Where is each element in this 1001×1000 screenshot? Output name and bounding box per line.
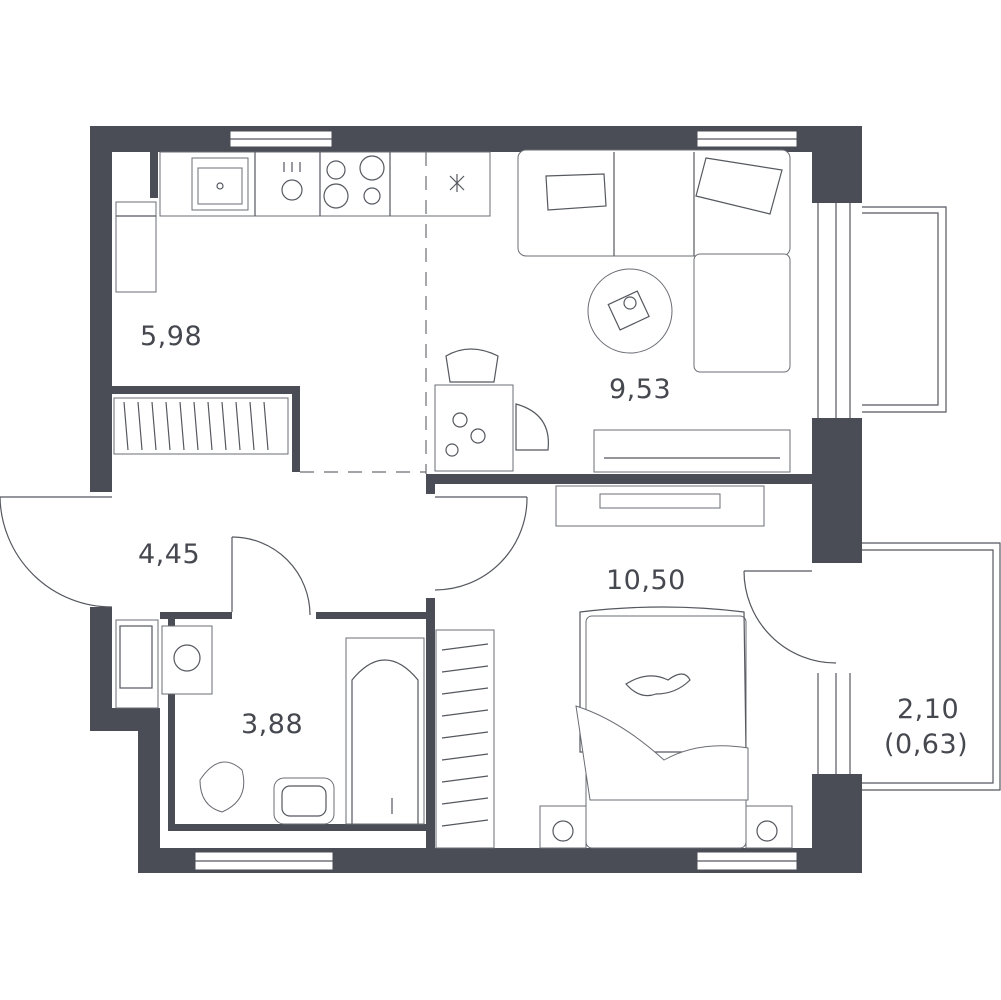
sofa <box>517 149 791 257</box>
wall-right-1 <box>812 126 862 203</box>
bedroom-furniture <box>435 485 793 849</box>
wall-stub-a <box>426 474 435 494</box>
cat-icon <box>625 673 691 697</box>
room-area-balcony: 2,10 <box>897 694 959 725</box>
toilet-icon <box>199 761 245 813</box>
balconies <box>862 206 1001 791</box>
blanket <box>575 705 749 801</box>
hall-closet <box>113 397 289 455</box>
wall-living-bedroom <box>426 474 812 484</box>
chair-icon <box>515 403 549 451</box>
wall-left-lower <box>90 607 112 731</box>
wall-closet-top <box>110 386 300 394</box>
room-area-kitchen: 5,98 <box>140 321 202 352</box>
nightstand <box>745 805 793 849</box>
wall-bath-top-a <box>160 612 232 619</box>
dining-table <box>434 384 514 472</box>
plant-icon <box>449 174 465 192</box>
windows <box>194 130 862 871</box>
wall-right-3 <box>812 774 862 873</box>
wardrobe <box>435 629 495 849</box>
wall-left-upper <box>90 126 112 492</box>
coffee-table <box>587 268 673 354</box>
living-furniture <box>434 149 791 473</box>
fridge-icon <box>115 201 157 293</box>
washing-closet <box>115 619 159 709</box>
chair-icon <box>445 348 499 383</box>
wall-right-2 <box>812 418 862 563</box>
wall-closet-side <box>292 386 300 472</box>
wall-bath-top-b <box>316 612 428 619</box>
washing-machine-icon <box>161 625 213 695</box>
wall-kitchen-stub <box>150 150 158 198</box>
doors <box>0 496 837 664</box>
room-area-balcony-reduced: (0,63) <box>884 729 968 760</box>
kitchen-furniture <box>115 151 491 474</box>
nightstand <box>539 805 587 849</box>
washbasin-icon <box>273 777 335 825</box>
wall-bath-left <box>168 618 175 830</box>
wall-left-bottom <box>138 708 160 873</box>
bathtub <box>345 637 425 825</box>
sofa-chaise <box>693 253 791 373</box>
wall-bath-bottom <box>168 824 430 831</box>
area-labels: 5,98 9,53 4,45 10,50 3,88 2,10 (0,63) <box>138 321 968 760</box>
stove-icon <box>323 155 385 209</box>
dishwasher-icon <box>281 179 303 201</box>
bathroom-furniture <box>115 619 425 825</box>
room-area-living: 9,53 <box>609 374 671 405</box>
wall-bath-bedroom <box>426 598 435 850</box>
tv-stand <box>593 429 791 473</box>
room-area-bedroom: 10,50 <box>606 565 686 596</box>
room-area-hall: 4,45 <box>138 539 200 570</box>
room-area-bathroom: 3,88 <box>241 709 303 740</box>
